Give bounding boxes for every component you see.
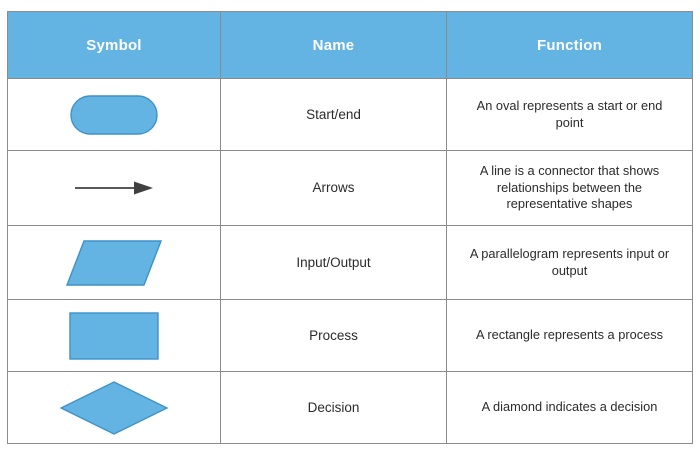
symbol-name-arrows: Arrows: [220, 150, 447, 226]
column-header-symbol: Symbol: [7, 11, 221, 79]
symbol-cell-process: [7, 299, 221, 372]
symbol-name-start-end: Start/end: [220, 78, 447, 151]
table-row: Input/Output A parallelogram represents …: [7, 225, 693, 300]
symbol-cell-input-output: [7, 225, 221, 300]
arrow-right-shape-icon: [74, 178, 154, 198]
table-row: Start/end An oval represents a start or …: [7, 78, 693, 151]
table-row: Arrows A line is a connector that shows …: [7, 150, 693, 226]
symbol-cell-start-end: [7, 78, 221, 151]
column-header-function: Function: [446, 11, 693, 79]
symbol-function-start-end: An oval represents a start or end point: [446, 78, 693, 151]
symbol-name-process: Process: [220, 299, 447, 372]
symbol-name-decision: Decision: [220, 371, 447, 444]
symbol-function-arrows: A line is a connector that shows relatio…: [446, 150, 693, 226]
table-header: Symbol Name Function: [7, 11, 693, 79]
column-header-name: Name: [220, 11, 447, 79]
symbol-cell-decision: [7, 371, 221, 444]
symbol-function-decision: A diamond indicates a decision: [446, 371, 693, 444]
header-row: Symbol Name Function: [7, 11, 693, 79]
rectangle-shape-icon: [69, 311, 159, 360]
table-row: Process A rectangle represents a process: [7, 299, 693, 372]
symbol-function-input-output: A parallelogram represents input or outp…: [446, 225, 693, 300]
symbol-name-input-output: Input/Output: [220, 225, 447, 300]
table-body: Start/end An oval represents a start or …: [7, 78, 693, 444]
diamond-shape-icon: [60, 380, 168, 435]
stadium-shape-icon: [70, 94, 158, 135]
table-row: Decision A diamond indicates a decision: [7, 371, 693, 444]
symbol-function-process: A rectangle represents a process: [446, 299, 693, 372]
symbol-cell-arrows: [7, 150, 221, 226]
parallelogram-shape-icon: [66, 239, 162, 286]
flowchart-symbol-legend-table: Symbol Name Function Start/end An oval r…: [7, 11, 693, 444]
